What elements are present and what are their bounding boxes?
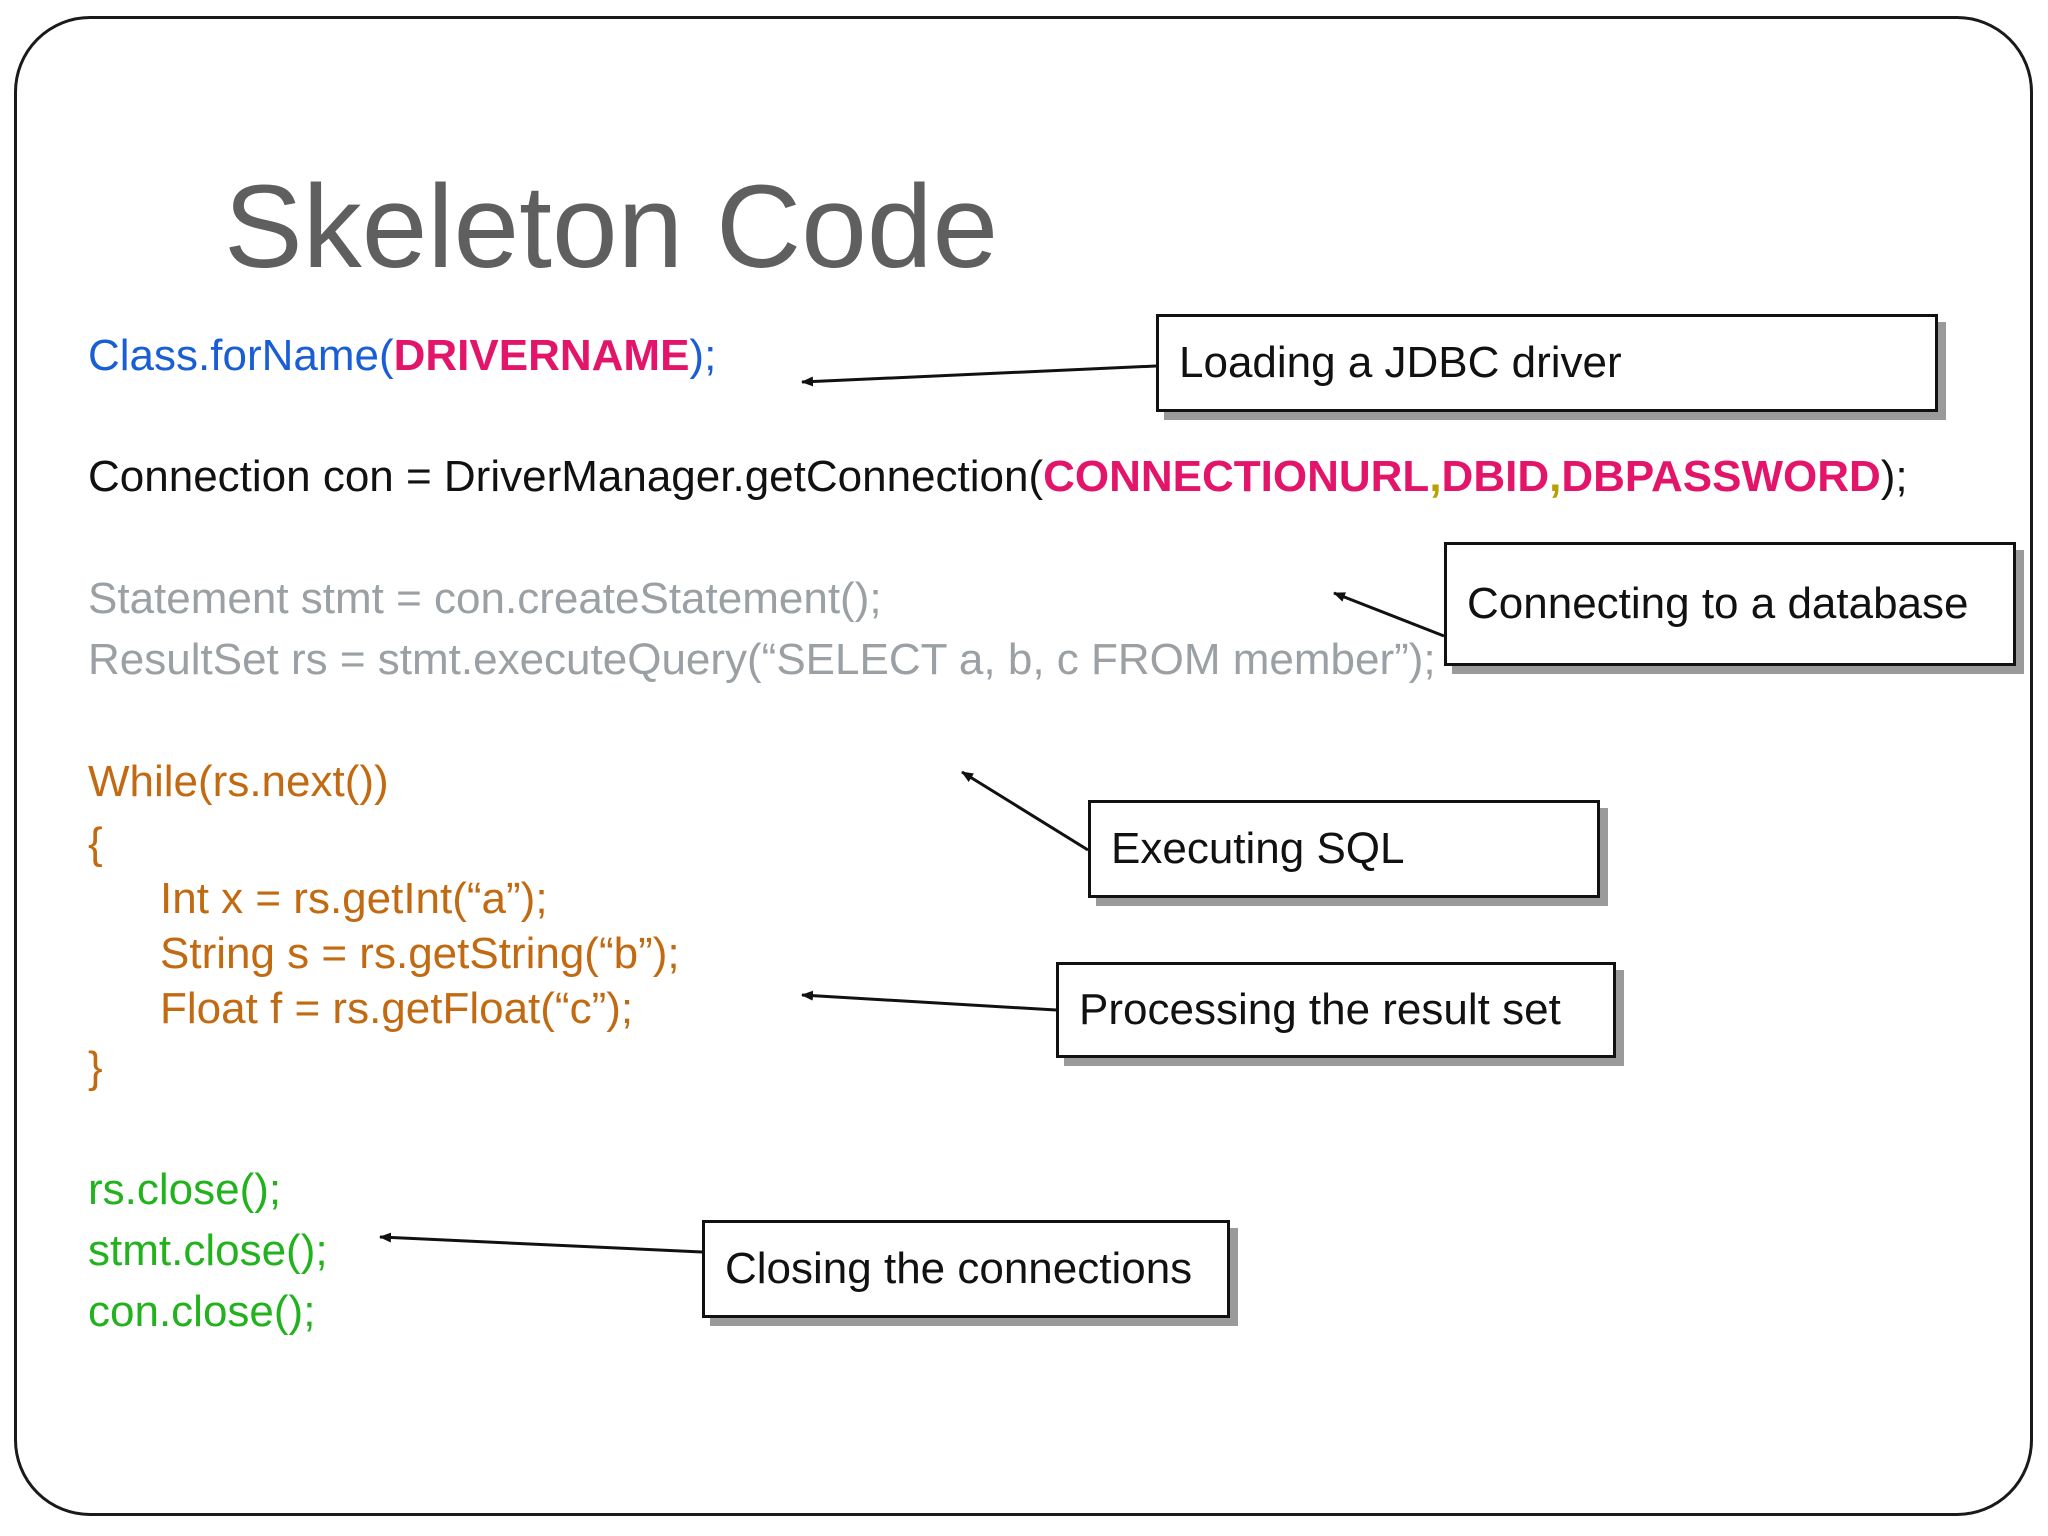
code-line-getfloat: Float f = rs.getFloat(“c”);: [160, 984, 634, 1033]
code-line-while: While(rs.next()): [88, 757, 389, 806]
callout-executing-sql: Executing SQL: [1088, 800, 1600, 898]
code-dbpassword: DBPASSWORD: [1561, 452, 1881, 501]
code-line-getstring: String s = rs.getString(“b”);: [160, 929, 680, 978]
callout-connecting-database: Connecting to a database: [1444, 542, 2016, 666]
code-drivername: DRIVERNAME: [393, 331, 690, 380]
code-connection-prefix: Connection con = DriverManager.getConnec…: [88, 452, 1044, 501]
code-class-forname: Class.forName(: [88, 331, 394, 380]
code-connectionurl: CONNECTIONURL: [1043, 452, 1430, 501]
code-line1-suffix: );: [689, 331, 717, 380]
code-line-create-statement: Statement stmt = con.createStatement();: [88, 574, 882, 623]
code-line-rs-close: rs.close();: [88, 1165, 282, 1214]
code-dbid: DBID: [1441, 452, 1550, 501]
code-separator-2: ,: [1549, 452, 1562, 501]
code-separator-1: ,: [1429, 452, 1442, 501]
code-close-brace: }: [88, 1043, 103, 1092]
code-open-brace: {: [88, 819, 103, 868]
code-line-getint: Int x = rs.getInt(“a”);: [160, 874, 548, 923]
callout-loading-text: Loading a JDBC driver: [1179, 338, 1622, 387]
code-line2-suffix: );: [1880, 452, 1908, 501]
code-line-con-close: con.close();: [88, 1287, 316, 1336]
callout-executing-text: Executing SQL: [1111, 824, 1405, 873]
callout-closing-text: Closing the connections: [725, 1244, 1193, 1293]
callout-loading-driver: Loading a JDBC driver: [1156, 314, 1938, 412]
callout-connecting-text: Connecting to a database: [1467, 579, 1969, 628]
callout-processing-result-set: Processing the result set: [1056, 962, 1616, 1058]
slide-title: Skeleton Code: [224, 161, 999, 293]
code-line-stmt-close: stmt.close();: [88, 1226, 328, 1275]
code-line-get-connection: Connection con = DriverManager.getConnec…: [88, 455, 1908, 499]
code-line-load-driver: Class.forName(DRIVERNAME);: [88, 334, 716, 378]
callout-closing-connections: Closing the connections: [702, 1220, 1230, 1318]
callout-processing-text: Processing the result set: [1079, 985, 1561, 1034]
code-line-execute-query: ResultSet rs = stmt.executeQuery(“SELECT…: [88, 635, 1436, 684]
